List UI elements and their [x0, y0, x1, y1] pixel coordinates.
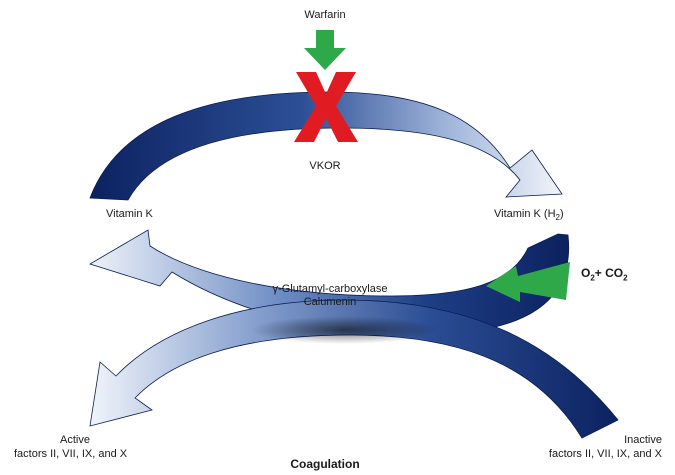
inhibition-x-mark — [294, 72, 358, 142]
o2-text: O — [581, 266, 591, 280]
carboxylase-label: γ-Glutamyl-carboxylase — [272, 283, 388, 295]
vitamin-k-h2-label: Vitamin K (H2) — [494, 208, 564, 222]
o2-subscript: 2 — [590, 273, 595, 283]
o2-co2-green-arrow — [486, 262, 570, 302]
vitamin-k-h2-subscript: 2 — [555, 213, 560, 223]
active-label: Active — [60, 434, 90, 446]
inactive-label: Inactive — [624, 434, 662, 446]
o2-co2-label: O2+ CO2 — [581, 266, 628, 282]
coagulation-label: Coagulation — [290, 457, 360, 471]
coagulation-arc-arrow — [89, 299, 619, 439]
vkor-label: VKOR — [309, 160, 341, 172]
inactive-factors-label: factors II, VII, IX, and X — [548, 448, 662, 460]
warfarin-label: Warfarin — [304, 9, 346, 21]
vkor-arc-arrow — [89, 91, 563, 201]
calumenin-label: Calumenin — [303, 296, 357, 308]
vitamin-k-label: Vitamin K — [106, 208, 153, 220]
co2-text: + CO — [594, 266, 624, 280]
crossing-shadow — [250, 316, 440, 344]
warfarin-green-arrow — [304, 30, 346, 70]
vitamin-k-h2-main: Vitamin K (H — [494, 208, 556, 220]
vitamin-k-h2-close: ) — [560, 208, 564, 220]
active-factors-label: factors II, VII, IX, and X — [14, 448, 128, 460]
co2-subscript: 2 — [623, 273, 628, 283]
